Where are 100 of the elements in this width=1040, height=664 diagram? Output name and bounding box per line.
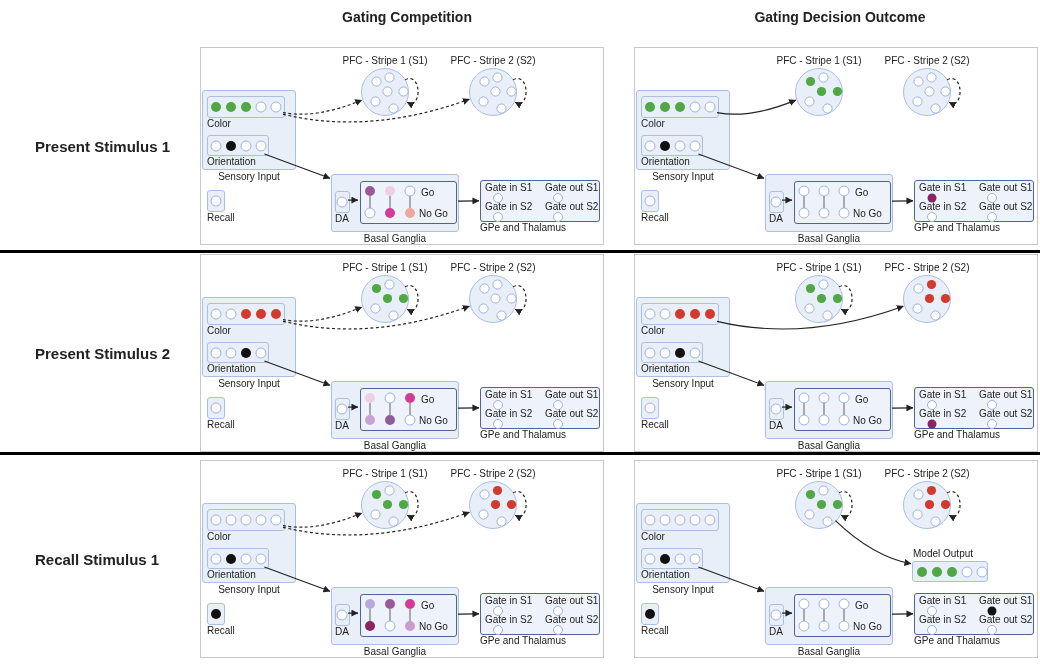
layer-label: Color: [641, 325, 665, 336]
go-label: Go: [855, 600, 869, 611]
gate-label: Gate out S1: [545, 182, 599, 193]
gate-label: Gate in S1: [919, 389, 967, 400]
gate-label: Gate out S1: [979, 595, 1033, 606]
gate-label: Gate out S1: [545, 595, 599, 606]
panel-frame: [200, 254, 604, 452]
group-label: Sensory Input: [218, 378, 280, 389]
group-label: GPe and Thalamus: [914, 222, 1000, 233]
layer-label: Color: [641, 531, 665, 542]
layer-label: Orientation: [641, 363, 690, 374]
group-label: Basal Ganglia: [363, 233, 427, 244]
no-go-label: No Go: [419, 415, 448, 426]
stripe-label: PFC - Stripe 2 (S2): [450, 262, 536, 273]
group-label: Basal Ganglia: [797, 440, 861, 451]
arrow: [891, 197, 914, 205]
gate-label: Gate in S2: [485, 408, 533, 419]
no-go-label: No Go: [419, 208, 448, 219]
layer-label: DA: [335, 626, 349, 637]
loop-arrow: [404, 285, 419, 315]
layer-label: Recall: [641, 625, 669, 636]
go-nogo-box: [794, 388, 891, 431]
go-label: Go: [855, 187, 869, 198]
group-label: GPe and Thalamus: [480, 222, 566, 233]
gate-label: Gate in S1: [485, 595, 533, 606]
no-go-label: No Go: [419, 621, 448, 632]
group-label: Sensory Input: [218, 584, 280, 595]
gate-label: Gate out S2: [979, 614, 1033, 625]
gate-label: Gate in S1: [485, 182, 533, 193]
gate-label: Gate out S1: [979, 389, 1033, 400]
group-label: GPe and Thalamus: [914, 635, 1000, 646]
arrow: [263, 153, 331, 180]
column-heading: Gating Decision Outcome: [754, 9, 926, 25]
gate-label: Gate in S1: [485, 389, 533, 400]
stripe-label: PFC - Stripe 2 (S2): [884, 55, 970, 66]
loop-arrow: [404, 78, 419, 108]
panel-frame: [200, 460, 604, 658]
arrow: [457, 404, 480, 412]
stripe-label: PFC - Stripe 1 (S1): [776, 468, 862, 479]
output-label: Model Output: [913, 548, 974, 559]
group-label: Sensory Input: [652, 171, 714, 182]
layer-label: Recall: [207, 625, 235, 636]
layer-label: Recall: [641, 212, 669, 223]
loop-arrow: [512, 491, 527, 521]
dashed-arrow: [282, 98, 470, 123]
arrow: [347, 609, 359, 617]
gate-label: Gate out S1: [545, 389, 599, 400]
go-label: Go: [421, 600, 435, 611]
gate-label: Gate in S2: [919, 201, 967, 212]
loop-arrow: [946, 78, 961, 108]
go-nogo-box: [360, 594, 457, 637]
layer-label: Recall: [641, 419, 669, 430]
go-nogo-box: [360, 181, 457, 224]
arrow: [716, 305, 904, 330]
panel-frame: [634, 460, 1038, 658]
layer-label: DA: [769, 626, 783, 637]
arrow: [781, 403, 793, 411]
go-nogo-box: [794, 594, 891, 637]
layer-label: Color: [207, 531, 231, 542]
arrow: [716, 99, 797, 115]
arrow: [781, 609, 793, 617]
layer-label: Color: [641, 118, 665, 129]
row-label: Present Stimulus 1: [35, 137, 171, 155]
group-label: GPe and Thalamus: [480, 635, 566, 646]
arrow: [781, 196, 793, 204]
loop-arrow: [838, 491, 853, 521]
group-label: Sensory Input: [218, 171, 280, 182]
panel-frame: [200, 47, 604, 245]
stripe-label: PFC - Stripe 2 (S2): [884, 468, 970, 479]
stripe-label: PFC - Stripe 1 (S1): [776, 55, 862, 66]
no-go-label: No Go: [853, 621, 882, 632]
stripe-label: PFC - Stripe 1 (S1): [342, 468, 428, 479]
stripe-label: PFC - Stripe 2 (S2): [450, 468, 536, 479]
gate-label: Gate in S2: [485, 201, 533, 212]
group-label: Sensory Input: [652, 378, 714, 389]
no-go-label: No Go: [853, 208, 882, 219]
gate-label: Gate in S1: [919, 595, 967, 606]
arrow: [457, 610, 480, 618]
arrow: [697, 566, 765, 593]
group-label: Basal Ganglia: [363, 440, 427, 451]
gate-label: Gate out S1: [979, 182, 1033, 193]
arrow: [347, 196, 359, 204]
group-label: GPe and Thalamus: [480, 429, 566, 440]
layer-label: DA: [769, 420, 783, 431]
group-label: Sensory Input: [652, 584, 714, 595]
loop-arrow: [838, 285, 853, 315]
stripe-label: PFC - Stripe 1 (S1): [776, 262, 862, 273]
go-label: Go: [421, 187, 435, 198]
go-nogo-box: [794, 181, 891, 224]
no-go-label: No Go: [853, 415, 882, 426]
gate-label: Gate out S2: [545, 201, 599, 212]
arrow: [697, 153, 765, 180]
row-label: Present Stimulus 2: [35, 344, 171, 362]
arrow: [697, 360, 765, 387]
arrow: [347, 403, 359, 411]
panel-frame: [634, 47, 1038, 245]
layer-label: DA: [335, 420, 349, 431]
arrow: [891, 610, 914, 618]
gate-label: Gate in S1: [919, 182, 967, 193]
layer-label: Color: [207, 325, 231, 336]
